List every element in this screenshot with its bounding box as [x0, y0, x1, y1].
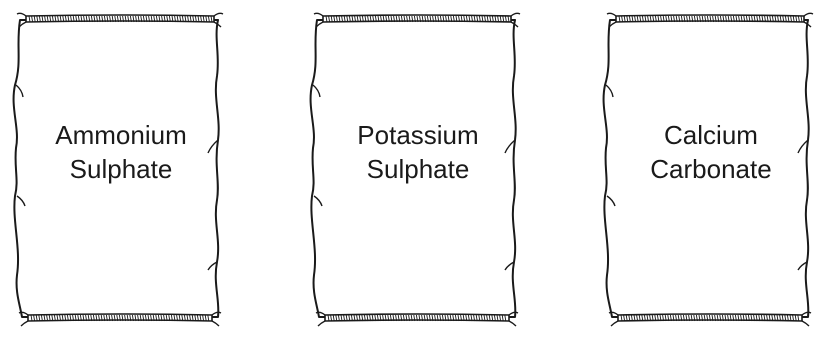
sack-outline-icon — [602, 12, 814, 327]
sack-label-line2: Carbonate — [650, 154, 772, 184]
sack-bottom-seam-stitches — [327, 314, 507, 322]
sack-creases — [15, 84, 219, 271]
sack-bottom-seam-stitches — [620, 314, 800, 322]
sack-label-line2: Sulphate — [69, 154, 173, 184]
sack-creases — [312, 84, 516, 271]
sack-label: Ammonium Sulphate — [26, 118, 216, 186]
sack-bottom-seam-ears — [18, 311, 222, 327]
sack-creases — [605, 84, 809, 271]
sack-top-seam-ears — [16, 12, 224, 28]
sack-bottom-seam-ears — [315, 311, 519, 327]
sack-calcium-carbonate: Calcium Carbonate — [596, 0, 826, 338]
sack-top-seam-ears — [313, 12, 521, 28]
sack-top-seam-ears — [606, 12, 814, 28]
sack-potassium-sulphate: Potassium Sulphate — [303, 0, 533, 338]
sack-outline-icon — [309, 12, 521, 327]
sack-bottom-seam-stitches — [30, 314, 210, 322]
sack-label: Calcium Carbonate — [616, 118, 806, 186]
sack-label: Potassium Sulphate — [323, 118, 513, 186]
sack-bottom-seam-ears — [608, 311, 812, 327]
sack-label-line1: Ammonium — [55, 120, 187, 150]
sack-label-line2: Sulphate — [366, 154, 470, 184]
sack-label-line1: Calcium — [664, 120, 758, 150]
sack-label-line1: Potassium — [357, 120, 479, 150]
sack-top-seam-stitches — [618, 15, 803, 23]
sack-top-seam-stitches — [325, 15, 510, 23]
sack-ammonium-sulphate: Ammonium Sulphate — [6, 0, 236, 338]
sack-top-seam-stitches — [28, 15, 213, 23]
sack-outline-icon — [12, 12, 224, 327]
